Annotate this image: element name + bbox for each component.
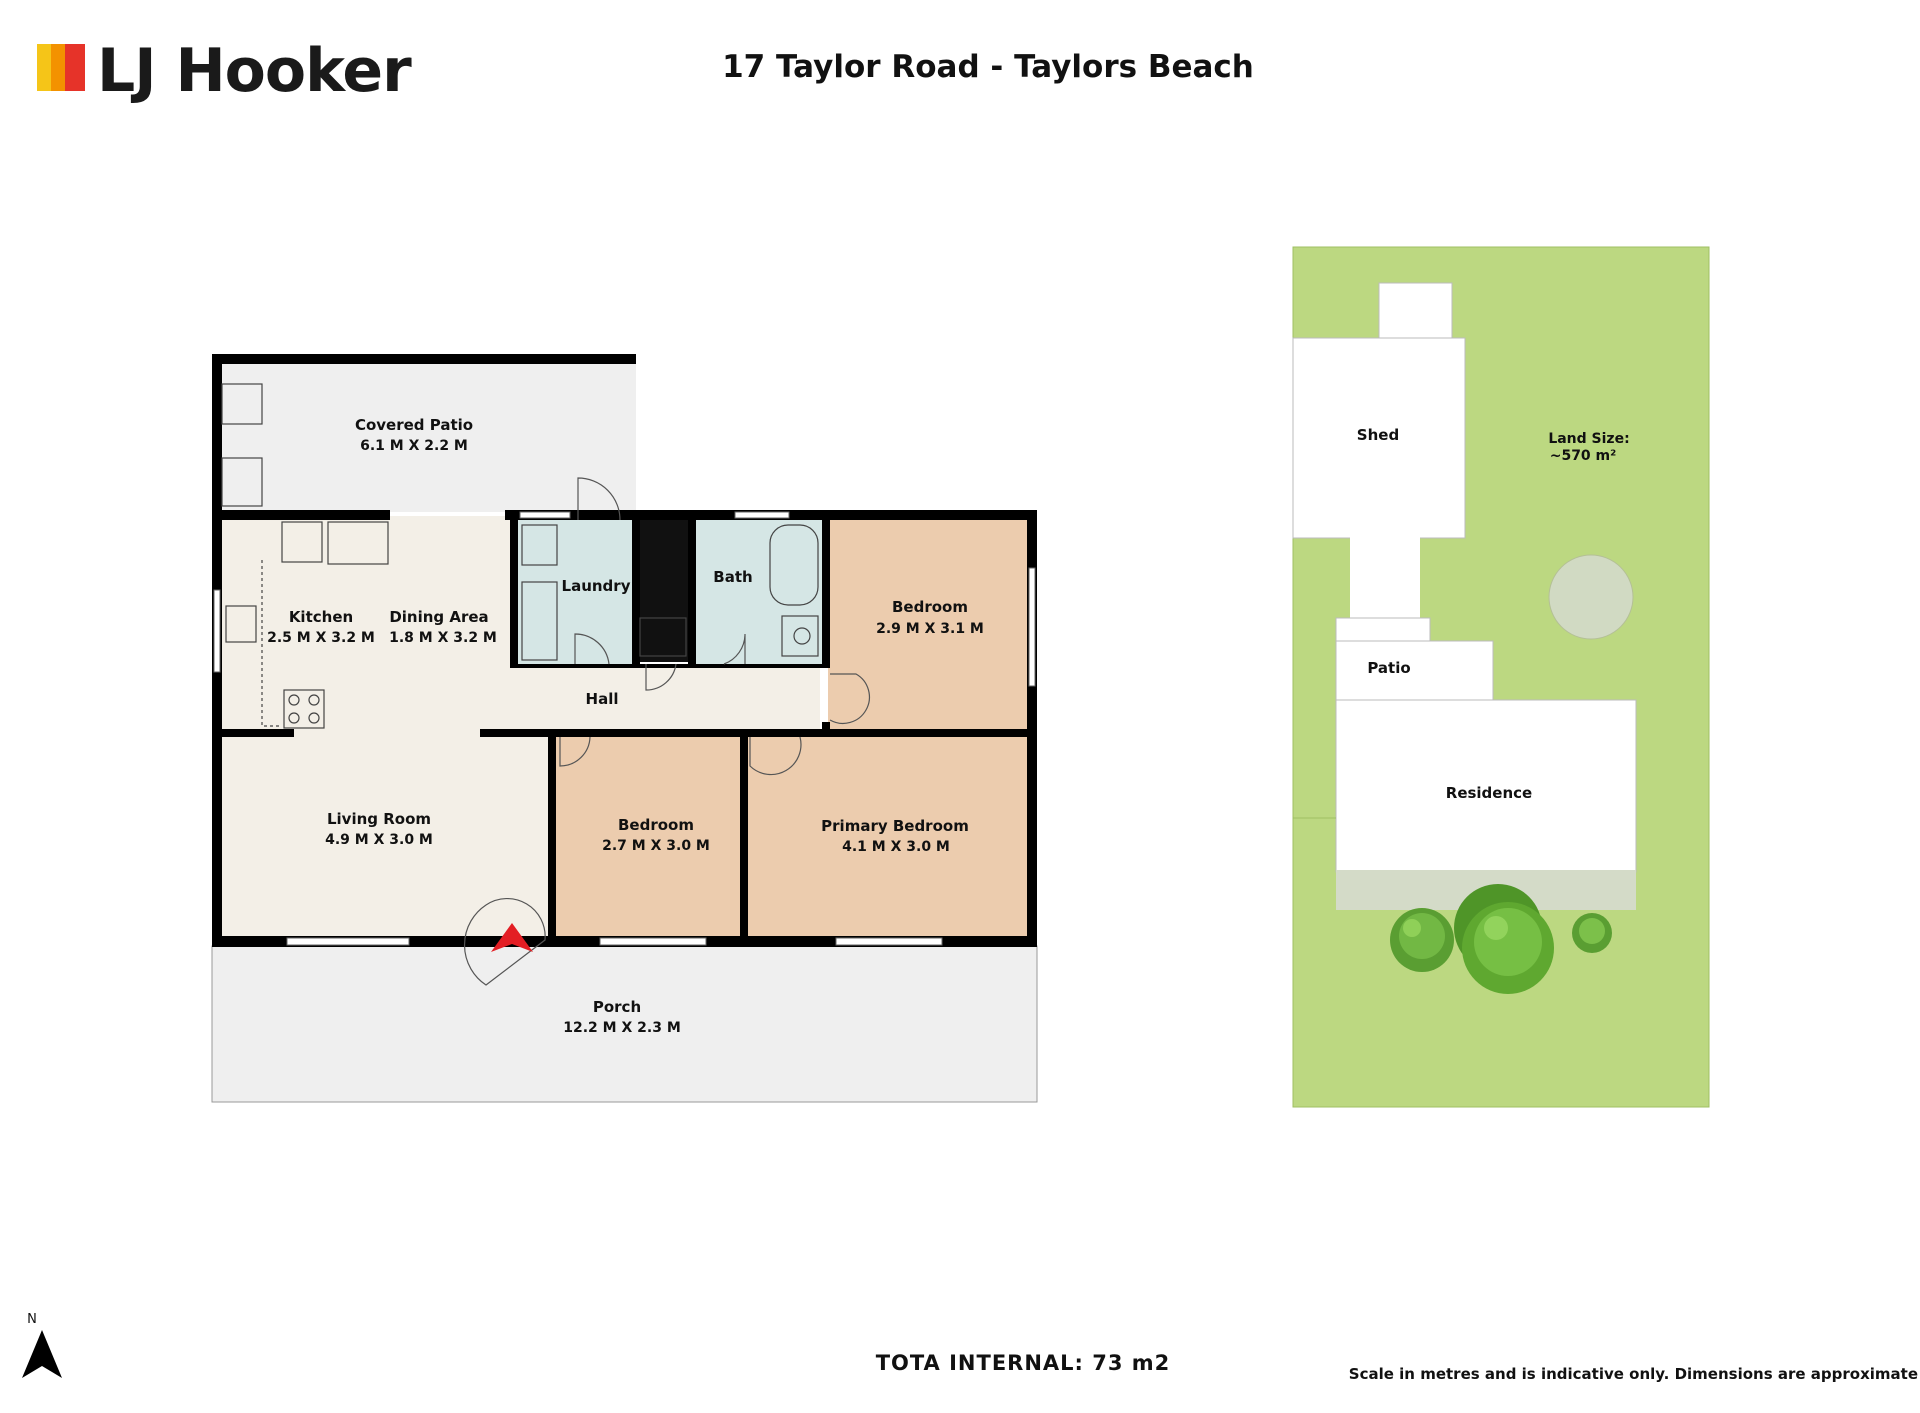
primary-bedroom-dims: 4.1 M X 3.0 M <box>842 839 950 855</box>
fixtures <box>221 383 819 729</box>
page-title: 17 Taylor Road - Taylors Beach <box>722 49 1254 85</box>
residence-building <box>1335 699 1637 873</box>
patio-area <box>1335 640 1494 702</box>
bedroom-2-dims: 2.7 M X 3.0 M <box>602 838 710 854</box>
covered-patio-dims: 6.1 M X 2.2 M <box>360 438 468 454</box>
tree-icon <box>1454 884 1554 994</box>
porch-area <box>211 945 1038 1103</box>
floor-plan: Covered Patio 6.1 M X 2.2 M Kitchen 2.5 … <box>211 354 1038 1103</box>
living-dining-kitchen-area <box>218 516 548 940</box>
covered-patio-area <box>218 360 636 512</box>
land-size-value: ~570 m² <box>1550 448 1617 464</box>
land-size-label: Land Size: <box>1548 431 1629 447</box>
windows <box>213 511 1036 946</box>
logo-stripes-icon <box>37 44 85 91</box>
shed-annex <box>1378 282 1453 339</box>
water-tank-icon <box>1548 554 1634 640</box>
north-arrow-icon <box>22 1330 62 1378</box>
covered-patio-name: Covered Patio <box>355 416 473 434</box>
laundry-name: Laundry <box>562 577 631 595</box>
bedroom-1-name: Bedroom <box>892 598 968 616</box>
washer-icon <box>521 581 558 661</box>
patio-step <box>1335 617 1431 643</box>
porch-dims: 12.2 M X 2.3 M <box>563 1020 681 1036</box>
kitchen-dims: 2.5 M X 3.2 M <box>267 630 375 646</box>
bedroom-1-dims: 2.9 M X 3.1 M <box>876 621 984 637</box>
primary-bedroom-name: Primary Bedroom <box>821 817 969 835</box>
kitchen-sink-icon <box>225 605 257 643</box>
hall-name: Hall <box>586 690 619 708</box>
bathtub-icon <box>769 524 819 606</box>
kitchen-name: Kitchen <box>289 608 353 626</box>
bath-name: Bath <box>713 568 752 586</box>
bedroom-2-name: Bedroom <box>618 816 694 834</box>
dining-name: Dining Area <box>389 608 488 626</box>
hall-area <box>520 664 820 735</box>
north-label: N <box>27 1312 37 1327</box>
doors <box>464 477 870 986</box>
cooktop-icon <box>283 689 325 729</box>
patio-label: Patio <box>1367 659 1410 677</box>
residence-label: Residence <box>1446 784 1532 802</box>
basin-icon <box>781 615 819 657</box>
bath-area <box>694 520 826 664</box>
laundry-tub-icon <box>521 524 558 566</box>
dining-dims: 1.8 M X 3.2 M <box>389 630 497 646</box>
total-internal-area: TOTA INTERNAL: 73 m2 <box>876 1351 1171 1375</box>
tree-icon <box>1572 913 1612 953</box>
primary-bedroom-area <box>746 736 1028 940</box>
shed-building <box>1292 337 1466 539</box>
brand-name: LJ Hooker <box>97 36 412 106</box>
bedroom-1-area <box>828 520 1028 730</box>
room-labels: Covered Patio 6.1 M X 2.2 M Kitchen 2.5 … <box>267 416 984 1036</box>
entry-arrow-icon <box>491 923 533 952</box>
living-name: Living Room <box>327 810 431 828</box>
scale-note: Scale in metres and is indicative only. … <box>1349 1365 1918 1383</box>
tree-icon <box>1390 908 1454 972</box>
brand-logo: LJ Hooker <box>37 36 413 106</box>
living-dims: 4.9 M X 3.0 M <box>325 832 433 848</box>
laundry-area <box>518 520 634 664</box>
service-duct <box>632 512 690 662</box>
shed-label: Shed <box>1357 426 1399 444</box>
north-indicator: N <box>22 1312 62 1378</box>
site-plan: Shed Land Size: ~570 m² Patio Residence <box>1292 246 1710 1108</box>
porch-name: Porch <box>593 998 641 1016</box>
bedroom-2-area <box>556 736 740 940</box>
